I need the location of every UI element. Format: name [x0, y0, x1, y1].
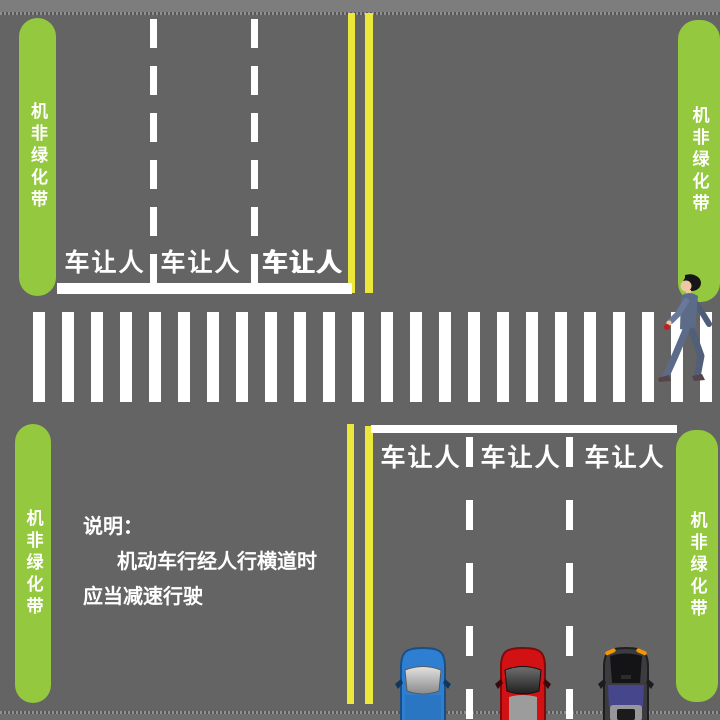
bottom-curb-texture: [0, 711, 720, 714]
pedestrian-walking-icon: [656, 274, 720, 398]
note-heading: 说明：: [83, 516, 143, 538]
top-stop-line: [57, 283, 352, 294]
bottom-lane-divider-1: [466, 437, 473, 720]
green-belt-top-left: 机非绿化带: [19, 18, 56, 296]
top-yellow-line-left: [348, 13, 355, 293]
bottom-road-shoulder: [0, 714, 720, 720]
top-lane3-yield-text: 车让人: [262, 249, 344, 277]
top-lane1-yield-text: 车让人: [64, 249, 146, 277]
green-belt-top-right: 机非绿化带: [678, 20, 720, 302]
green-belt-label: 机非绿化带: [687, 511, 707, 621]
green-belt-label: 机非绿化带: [28, 102, 47, 212]
bottom-yellow-line-left: [347, 424, 354, 704]
top-lane2-yield-text: 车让人: [160, 249, 242, 277]
bottom-lane-divider-2: [566, 437, 573, 720]
top-yellow-line-right: [365, 13, 373, 293]
note-line-1: 机动车行经人行横道时: [117, 551, 317, 573]
bottom-yellow-line-right: [365, 426, 373, 704]
green-belt-label: 机非绿化带: [23, 508, 43, 619]
top-curb-texture: [0, 12, 720, 15]
explanation-note: 说明： 机动车行经人行横道时 应当减速行驶: [83, 510, 317, 615]
bottom-stop-line: [371, 425, 677, 433]
green-belt-bottom-right: 机非绿化带: [676, 430, 718, 702]
dark-car-top-icon: [597, 643, 655, 720]
top-road-shoulder: [0, 0, 720, 12]
green-belt-label: 机非绿化带: [689, 106, 709, 216]
top-lane-divider-1: [150, 19, 157, 283]
bottom-lane1-yield-text: 车让人: [380, 444, 462, 472]
red-car-top-icon: [494, 643, 552, 720]
bottom-lane2-yield-text: 车让人: [480, 444, 562, 472]
green-belt-bottom-left: 机非绿化带: [15, 424, 51, 703]
zebra-crosswalk: [33, 312, 720, 402]
blue-car-top-icon: [394, 643, 452, 720]
top-lane-divider-2: [251, 19, 258, 283]
note-line-2: 应当减速行驶: [83, 586, 203, 608]
bottom-lane3-yield-text: 车让人: [584, 444, 666, 472]
